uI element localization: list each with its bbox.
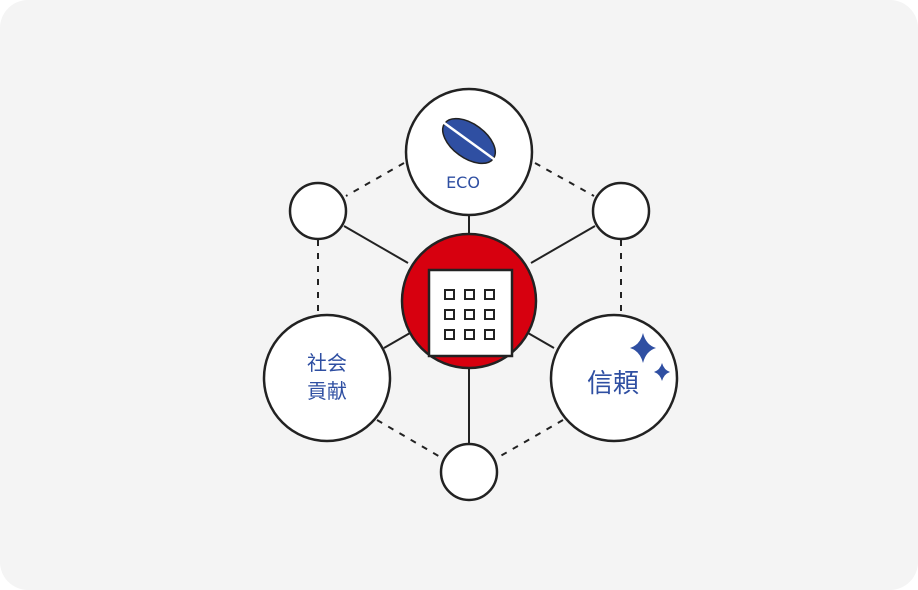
node-social-label-line1: 社会 <box>307 351 347 375</box>
node-top-left <box>288 181 348 241</box>
dashed-connectors <box>317 162 622 459</box>
spoke-trust <box>527 332 555 349</box>
dashed-line-eco-topright <box>534 162 595 197</box>
leaf-icon <box>441 117 497 165</box>
spoke-topleft <box>343 225 409 264</box>
sparkle-icon <box>630 333 670 381</box>
dashed-line-social-bottom <box>376 419 443 459</box>
node-bottom <box>439 442 499 502</box>
node-trust: 信頼 <box>549 313 679 443</box>
hub-company <box>400 232 538 370</box>
dashed-line-eco-topleft <box>345 162 405 197</box>
solid-connectors <box>343 215 596 443</box>
spoke-social <box>383 332 411 349</box>
node-eco-label: ECO <box>446 173 480 192</box>
dashed-line-trust-bottom <box>496 419 564 459</box>
building-icon <box>427 268 514 358</box>
node-social-circle <box>262 313 392 443</box>
node-trust-label: 信頼 <box>587 369 639 399</box>
node-social: 社会 貢献 <box>262 313 392 443</box>
node-social-label-line2: 貢献 <box>307 379 347 403</box>
spoke-topright <box>530 225 596 264</box>
node-top-right <box>591 181 651 241</box>
node-eco: ECO <box>404 87 534 217</box>
